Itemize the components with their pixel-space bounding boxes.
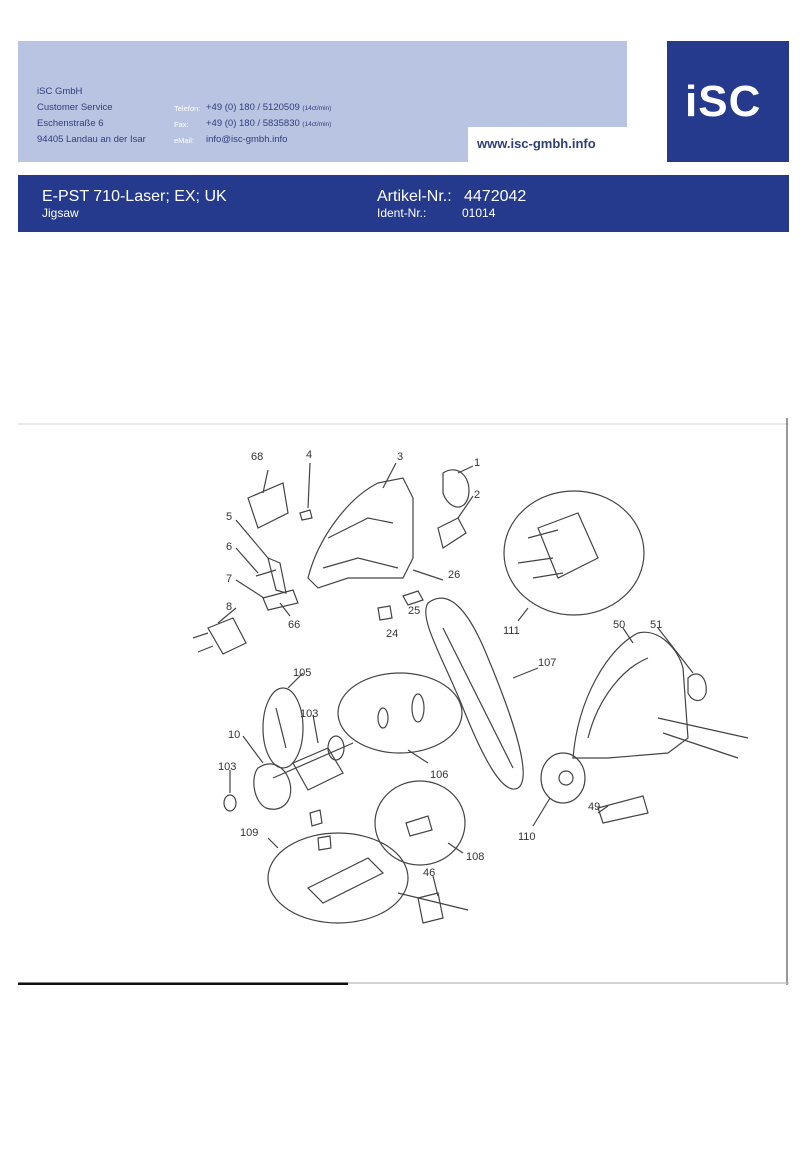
ident-number: 01014 xyxy=(462,206,496,220)
part-label: 103 xyxy=(218,761,236,773)
part-label: 25 xyxy=(408,605,420,617)
ident-label: Ident-Nr.: xyxy=(377,206,427,220)
article-label: Artikel-Nr.: xyxy=(377,188,452,205)
part-label: 105 xyxy=(293,667,311,679)
phone-label: Telefon: xyxy=(174,104,201,113)
part-label: 49 xyxy=(588,801,600,813)
company-city: 94405 Landau an der Isar xyxy=(37,134,146,145)
part-label: 1 xyxy=(474,457,480,469)
part-label: 26 xyxy=(448,569,460,581)
part-label: 66 xyxy=(288,619,300,631)
company-name: iSC GmbH xyxy=(37,86,83,97)
product-subtitle: Jigsaw xyxy=(42,206,79,220)
part-label: 51 xyxy=(650,619,662,631)
fax-value: +49 (0) 180 / 5835830 (14ct/min) xyxy=(206,118,332,129)
part-label: 7 xyxy=(226,573,232,585)
part-label: 106 xyxy=(430,769,448,781)
website-link[interactable]: www.isc-gmbh.info xyxy=(477,136,596,151)
part-label: 103 xyxy=(300,708,318,720)
isc-logo: iSC xyxy=(667,41,789,162)
part-label: 68 xyxy=(251,451,263,463)
product-title: E-PST 710-Laser; EX; UK xyxy=(42,188,227,205)
part-label: 110 xyxy=(518,831,536,843)
phone-value: +49 (0) 180 / 5120509 (14ct/min) xyxy=(206,102,332,113)
fax-label: Fax: xyxy=(174,120,189,129)
part-label: 111 xyxy=(503,625,520,637)
email-label: eMail: xyxy=(174,136,195,145)
part-label: 5 xyxy=(226,511,232,523)
part-label: 4 xyxy=(306,449,312,461)
part-label: 107 xyxy=(538,657,556,669)
part-label: 10 xyxy=(228,729,240,741)
part-label: 109 xyxy=(240,827,258,839)
part-label: 3 xyxy=(397,451,403,463)
part-label: 50 xyxy=(613,619,625,631)
part-label: 2 xyxy=(474,489,480,501)
website-box: www.isc-gmbh.info xyxy=(468,127,627,162)
product-title-band: E-PST 710-Laser; EX; UK Jigsaw Artikel-N… xyxy=(18,175,789,232)
part-label: 6 xyxy=(226,541,232,553)
part-label: 46 xyxy=(423,867,435,879)
part-label: 8 xyxy=(226,601,232,613)
exploded-parts-diagram: 68 4 3 1 2 5 6 7 8 66 26 25 24 111 50 51… xyxy=(18,418,789,985)
article-number: 4472042 xyxy=(464,188,527,205)
logo-text: iSC xyxy=(685,77,762,126)
company-street: Eschenstraße 6 xyxy=(37,118,104,129)
part-label: 108 xyxy=(466,851,484,863)
email-link[interactable]: info@isc-gmbh.info xyxy=(206,134,288,145)
part-label: 24 xyxy=(386,628,398,640)
company-dept: Customer Service xyxy=(37,102,113,113)
